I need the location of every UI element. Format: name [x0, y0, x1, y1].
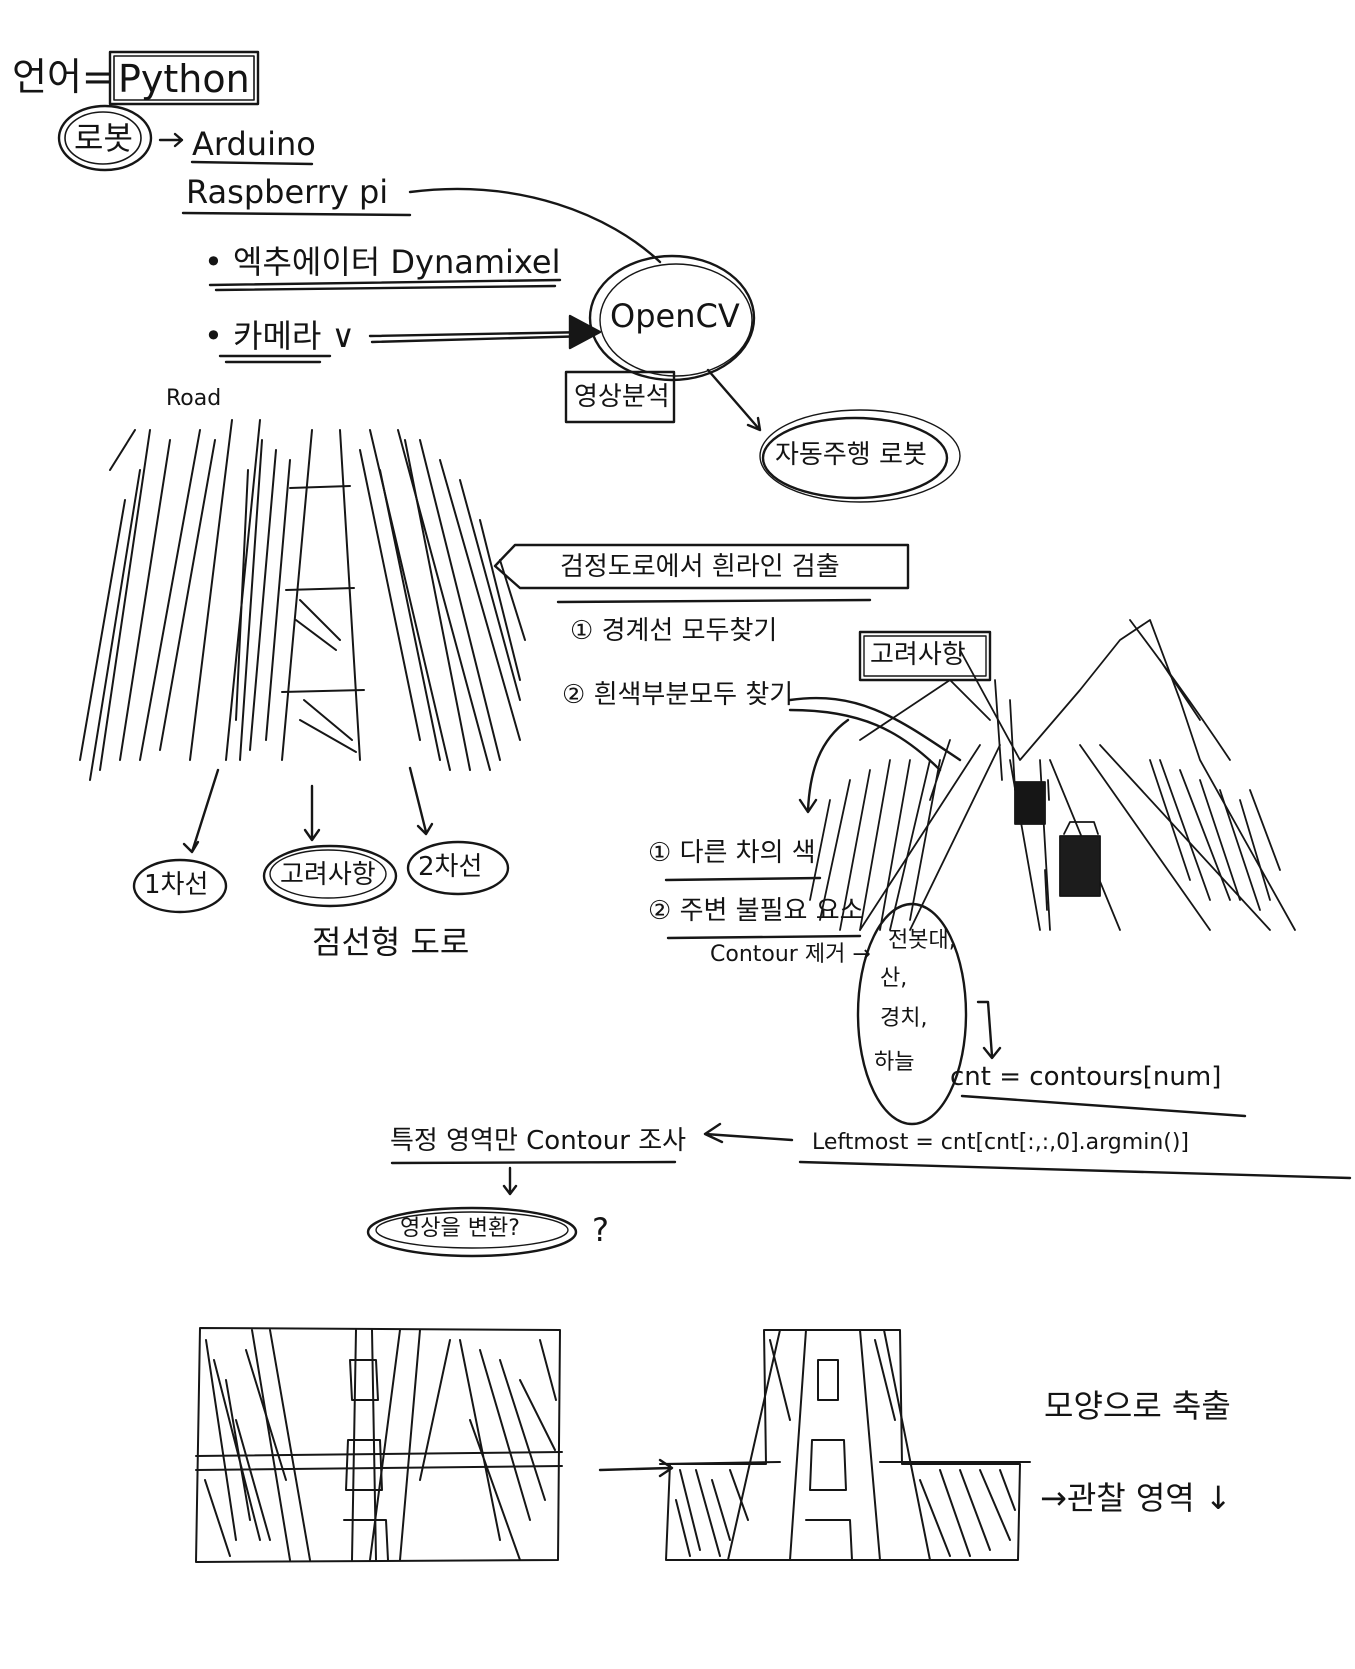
question-mark: ?: [592, 1211, 609, 1249]
camera-label: • 카메라 ∨: [204, 317, 355, 355]
raspberry-label: Raspberry pi: [186, 173, 389, 211]
frame-to-trapezoid-arrow: [598, 1458, 674, 1478]
step2-to-sketch-arrow: [788, 696, 962, 772]
camera-to-opencv-arrow: [368, 330, 592, 344]
road-arrow-right: [408, 766, 434, 836]
contour-item-0: 전봇대,: [888, 928, 956, 953]
cnt-code: cnt = contours[num]: [950, 1062, 1222, 1092]
arduino-label: Arduino: [192, 125, 316, 163]
contour-label: Contour 제거 →: [710, 942, 871, 967]
region-contour-label: 특정 영역만 Contour 조사: [390, 1126, 687, 1156]
consider2-underline: [666, 934, 862, 940]
black-road-title-underline: [556, 598, 872, 604]
right-line-label: 2차선: [418, 852, 483, 882]
road-arrow-left: [182, 768, 220, 854]
change-video-oval-inner: [375, 1211, 569, 1249]
consider2-label: ② 주변 불필요 요소: [648, 896, 864, 926]
consider-oval: [262, 844, 398, 908]
raspberry-to-opencv-arrow: [408, 187, 662, 264]
opencv-circle-inner: [599, 263, 753, 377]
dashed-road-label: 점선형 도로: [312, 923, 470, 961]
trapezoid-shape-label: 모양으로 축출: [1044, 1387, 1231, 1425]
leftmost-to-region-arrow: [703, 1122, 794, 1144]
python-box: [108, 50, 260, 106]
python-box-inner: [113, 55, 255, 101]
video-analysis-box: [564, 370, 676, 424]
dashed-road-sketch: [79, 419, 526, 781]
change-video-label: 영상을 변환?: [400, 1216, 520, 1241]
camera-underline: [218, 354, 332, 364]
camera-arrowhead: [568, 314, 602, 350]
opencv-label: OpenCV: [610, 297, 740, 335]
consider1-label: ① 다른 차의 색: [648, 838, 816, 868]
step1-label: ① 경계선 모두찾기: [570, 616, 778, 646]
black-road-title: 검정도로에서 흰라인 검출: [560, 552, 840, 582]
trimmed-frame-sketch: [659, 1329, 1031, 1561]
cnt-underline: [960, 1094, 1247, 1118]
autonomous-robot-label: 자동주행 로봇: [775, 440, 927, 470]
observation-area-label: →관찰 영역 ↓: [1040, 1479, 1232, 1517]
consider1-underline: [664, 876, 822, 882]
consider-box-label: 고려사항: [870, 640, 966, 670]
consider-oval-label: 고려사항: [280, 860, 376, 890]
robot-label: 로봇: [74, 119, 133, 157]
step2-label: ② 흰색부분모두 찾기: [562, 680, 794, 710]
raspberry-underline: [181, 211, 412, 217]
leftmost-code: Leftmost = cnt[cnt[:,:,0].argmin()]: [812, 1130, 1190, 1155]
consider-down-arrow: [798, 718, 850, 814]
language-label: 언어=: [12, 55, 114, 99]
road-arrow-mid: [303, 784, 321, 842]
consider-box: [858, 630, 992, 682]
robot-circle: [57, 104, 153, 172]
leftmost-underline: [798, 1160, 1352, 1180]
video-analysis-label: 영상분석: [574, 382, 670, 412]
contour-item-1: 산,: [880, 966, 908, 991]
full-frame-sketch: [195, 1327, 563, 1563]
actuator-underline: [208, 278, 562, 292]
contour-item-2: 경치,: [880, 1006, 928, 1031]
road-scene-sketch: [809, 619, 1296, 931]
road-label: Road: [166, 386, 222, 411]
robot-oval: [761, 416, 949, 500]
robot-arrow: [158, 132, 184, 148]
consider-oval-inner: [269, 849, 387, 899]
robot-circle-inner: [64, 111, 142, 165]
robot-oval-2: [759, 409, 961, 503]
contour-item-3: 하늘: [874, 1050, 915, 1075]
left-line-oval: [132, 858, 228, 914]
consider-box-inner: [863, 635, 987, 677]
region-down-arrow: [502, 1166, 518, 1196]
opencv-to-robot-arrow: [706, 368, 762, 432]
change-video-oval: [366, 1206, 578, 1258]
contour-down-arrow: [976, 1000, 1002, 1060]
region-underline: [390, 1160, 677, 1165]
opencv-circle: [588, 254, 756, 382]
contour-items-oval: [856, 902, 968, 1126]
left-line-label: 1차선: [144, 870, 209, 900]
arduino-underline: [190, 160, 314, 166]
actuator-label: • 엑추에이터 Dynamixel: [204, 243, 561, 281]
language-value: Python: [118, 57, 250, 101]
black-road-title-box: [493, 543, 910, 590]
right-line-oval: [406, 840, 510, 896]
